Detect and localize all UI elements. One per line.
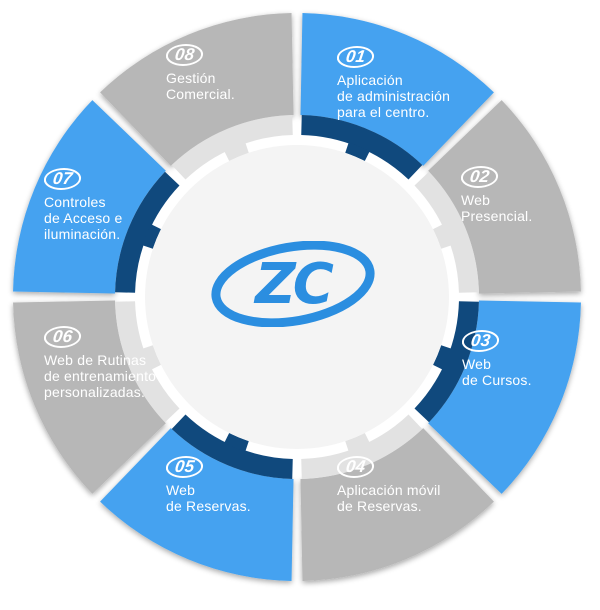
segment-label-line: Web xyxy=(461,192,491,208)
segment-shape-05 xyxy=(100,428,294,581)
logo-text: ZC xyxy=(253,252,334,317)
segment-shape-08 xyxy=(100,13,294,166)
ring-arc-04 xyxy=(301,414,423,479)
segment-number: 07 xyxy=(42,168,83,190)
ring-tooth-01 xyxy=(345,142,370,161)
segment-label-line: iluminación. xyxy=(44,226,121,242)
segment-05: 05 Web de Reservas. xyxy=(164,456,251,514)
segment-label-line: Controles xyxy=(44,194,106,210)
segment-01: 01 Aplicación de administración para el … xyxy=(335,46,451,120)
segment-label-line: de entrenamiento xyxy=(44,368,157,384)
ring-arc-08 xyxy=(171,115,293,180)
segment-number: 03 xyxy=(460,330,501,352)
segment-label-line: Web xyxy=(166,482,196,498)
segment-shape-03 xyxy=(428,300,581,494)
ring-tooth-06 xyxy=(142,345,161,370)
segment-label-line: de Cursos. xyxy=(462,372,532,388)
segment-number: 04 xyxy=(335,456,376,478)
ring-tooth-02 xyxy=(433,224,452,249)
segment-shape-04 xyxy=(300,428,494,581)
segment-label-line: Gestión xyxy=(166,70,216,86)
ring-arc-07 xyxy=(115,171,180,293)
ring-tooth-08 xyxy=(224,142,249,161)
segment-04: 04 Aplicación móvil de Reservas. xyxy=(335,456,441,514)
ring-arc-05 xyxy=(171,414,293,479)
segment-label-line: personalizadas. xyxy=(44,384,146,400)
segment-label-line: Comercial. xyxy=(166,86,235,102)
segment-06: 06 Web de Rutinas de entrenamiento perso… xyxy=(42,326,157,400)
segment-07: 07 Controles de Acceso e iluminación. xyxy=(42,168,123,242)
segment-shape-07 xyxy=(13,100,166,294)
zc-logo: ZC xyxy=(211,241,375,327)
segment-shape-02 xyxy=(428,100,581,294)
segment-number: 02 xyxy=(459,166,500,188)
segment-shape-06 xyxy=(13,300,166,494)
ring-tooth-07 xyxy=(142,224,161,249)
segment-label-line: de Acceso e xyxy=(44,210,123,226)
segment-label-line: para el centro. xyxy=(337,104,430,120)
segment-number: 08 xyxy=(164,44,205,66)
segment-label-line: Web xyxy=(462,356,492,372)
segment-number: 06 xyxy=(42,326,83,348)
segment-number: 05 xyxy=(164,456,205,478)
segment-label-line: de administración xyxy=(337,88,451,104)
ring-tooth-03 xyxy=(433,345,452,370)
segment-label-line: Presencial. xyxy=(461,208,533,224)
segment-shape-01 xyxy=(300,13,494,166)
ring-tooth-04 xyxy=(345,433,370,452)
outer-segments xyxy=(13,13,581,581)
segment-label-line: Aplicación móvil xyxy=(337,482,441,498)
ring-arc-01 xyxy=(301,115,423,180)
segment-03: 03 Web de Cursos. xyxy=(460,330,532,388)
segment-label-line: Web de Rutinas xyxy=(44,352,147,368)
ring-arc-02 xyxy=(414,171,479,293)
ring-arc-06 xyxy=(115,301,180,423)
inner-ring xyxy=(115,115,479,479)
segment-label-line: de Reservas. xyxy=(337,498,422,514)
ring-tooth-05 xyxy=(224,433,249,452)
segment-02: 02 Web Presencial. xyxy=(459,166,533,224)
segment-08: 08 Gestión Comercial. xyxy=(164,44,235,102)
segment-number: 01 xyxy=(335,46,376,68)
center-hub xyxy=(145,145,449,449)
ring-arc-03 xyxy=(414,301,479,423)
segment-label-line: Aplicación xyxy=(337,72,403,88)
segment-label-line: de Reservas. xyxy=(166,498,251,514)
